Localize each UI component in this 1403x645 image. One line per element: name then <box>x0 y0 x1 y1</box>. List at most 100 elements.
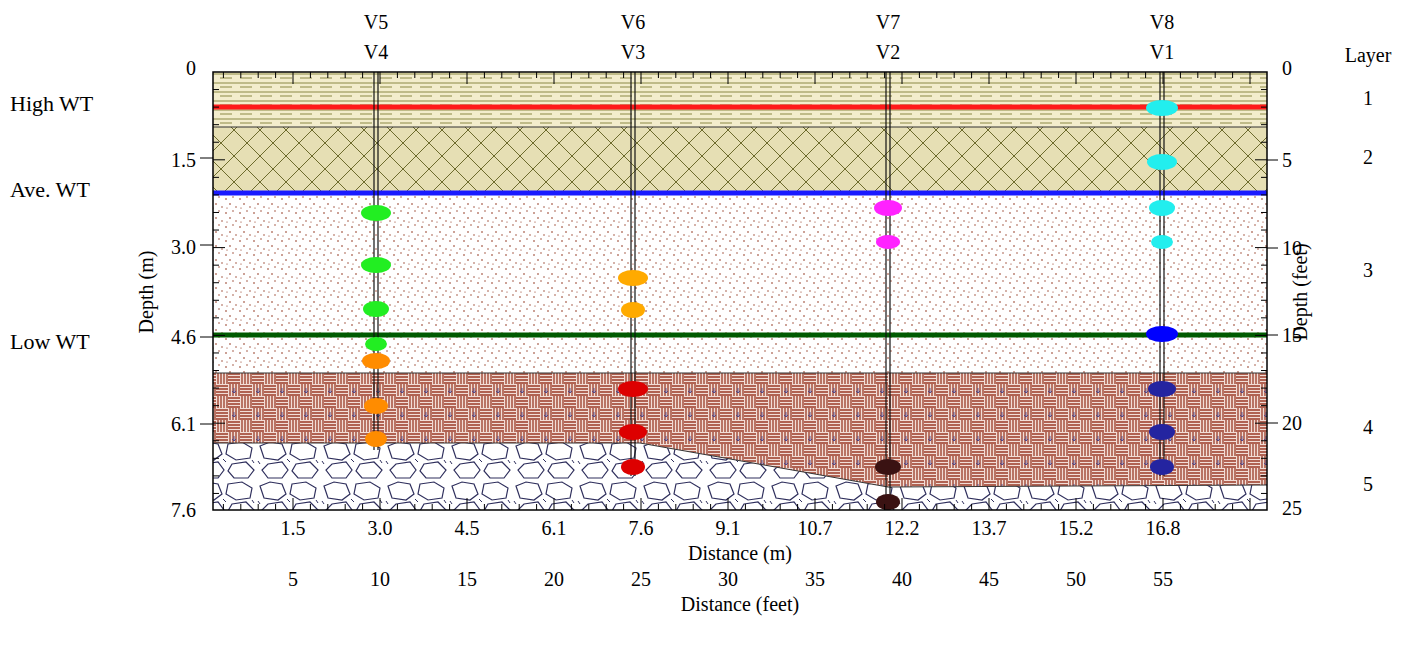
axis-tick <box>1267 335 1278 336</box>
axis-tick <box>1261 212 1267 213</box>
axis-tick <box>606 504 607 510</box>
axis-tick <box>213 388 219 389</box>
axis-tick <box>658 504 659 510</box>
axis-tick <box>213 317 219 318</box>
axis-tick <box>213 230 219 231</box>
axis-value: 4.6 <box>171 327 196 347</box>
axis-tick <box>213 89 219 90</box>
axis-tick <box>380 72 381 84</box>
axis-tick <box>867 72 868 78</box>
axis-tick <box>200 158 213 159</box>
axis-tick <box>554 72 555 84</box>
axis-tick <box>519 504 520 510</box>
axis-tick <box>1023 72 1024 78</box>
axis-tick <box>1261 230 1267 231</box>
axis-tick <box>200 337 213 338</box>
axis-tick <box>780 72 781 78</box>
axis-tick <box>1163 72 1164 84</box>
axis-tick <box>213 247 225 248</box>
axis-tick <box>1250 72 1251 84</box>
water-table-label: High WT <box>10 93 93 115</box>
axis-tick <box>1261 370 1267 371</box>
layer-2-band <box>213 127 1267 193</box>
axis-tick <box>1076 72 1077 84</box>
axis-tick <box>327 504 328 510</box>
axis-value: 25 <box>1282 498 1302 518</box>
axis-tick <box>919 504 920 510</box>
axis-tick <box>780 504 781 510</box>
axis-tick <box>397 72 398 78</box>
axis-title: Depth (m) <box>136 251 156 334</box>
axis-tick <box>936 72 937 78</box>
axis-tick <box>1041 504 1042 510</box>
axis-value: 7.6 <box>629 518 654 538</box>
axis-value: 20 <box>1282 413 1302 433</box>
layer-3-band <box>213 193 1267 373</box>
axis-title: Distance (feet) <box>681 594 799 614</box>
axis-value: 40 <box>892 569 912 589</box>
axis-tick <box>1215 504 1216 510</box>
axis-tick <box>327 72 328 78</box>
axis-tick <box>1261 352 1267 353</box>
axis-tick <box>554 498 555 510</box>
axis-tick <box>501 504 502 510</box>
axis-tick <box>293 498 294 510</box>
axis-value: 15 <box>457 569 477 589</box>
axis-tick <box>1232 504 1233 510</box>
axis-tick <box>867 504 868 510</box>
axis-tick <box>310 504 311 510</box>
axis-tick <box>971 72 972 78</box>
axis-tick <box>213 107 219 108</box>
axis-value: 1.5 <box>171 150 196 170</box>
axis-tick <box>641 72 642 84</box>
axis-tick <box>658 72 659 78</box>
borehole-name: V7 <box>876 12 900 32</box>
axis-tick <box>397 504 398 510</box>
axis-value: 16.8 <box>1146 518 1181 538</box>
axis-tick <box>362 504 363 510</box>
axis-tick <box>484 72 485 78</box>
axis-tick <box>1267 423 1278 424</box>
axis-value: 10 <box>370 569 390 589</box>
high-water-table <box>213 105 1267 110</box>
axis-tick <box>1197 504 1198 510</box>
axis-tick <box>258 72 259 78</box>
axis-tick <box>693 72 694 78</box>
borehole-name: V2 <box>876 42 900 62</box>
axis-tick <box>501 72 502 78</box>
water-table-label: Ave. WT <box>10 179 90 201</box>
average-water-table <box>213 191 1267 196</box>
axis-tick <box>1261 300 1267 301</box>
axis-tick <box>536 504 537 510</box>
axis-tick <box>936 504 937 510</box>
axis-tick <box>536 72 537 78</box>
borehole-name: V8 <box>1150 12 1174 32</box>
axis-tick <box>1163 498 1164 510</box>
layer-5-band <box>213 443 1267 510</box>
axis-tick <box>954 504 955 510</box>
axis-tick <box>310 72 311 78</box>
axis-tick <box>1261 124 1267 125</box>
axis-tick <box>1261 317 1267 318</box>
axis-tick <box>1261 89 1267 90</box>
borehole-name: V4 <box>364 42 388 62</box>
low-water-table <box>213 333 1267 338</box>
axis-title: Depth (feet) <box>1290 243 1310 340</box>
axis-tick <box>213 300 219 301</box>
borehole-lines <box>374 72 1164 510</box>
axis-tick <box>1261 388 1267 389</box>
axis-tick <box>1110 72 1111 78</box>
axis-tick <box>223 504 224 510</box>
axis-tick <box>1261 493 1267 494</box>
axis-value: 30 <box>718 569 738 589</box>
axis-tick <box>345 504 346 510</box>
axis-tick <box>1180 72 1181 78</box>
axis-tick <box>414 504 415 510</box>
axis-tick <box>762 504 763 510</box>
axis-tick <box>989 72 990 84</box>
axis-tick <box>588 504 589 510</box>
axis-tick <box>213 423 225 424</box>
axis-tick <box>919 72 920 78</box>
axis-tick <box>1041 72 1042 78</box>
layer-number: 2 <box>1363 147 1373 167</box>
